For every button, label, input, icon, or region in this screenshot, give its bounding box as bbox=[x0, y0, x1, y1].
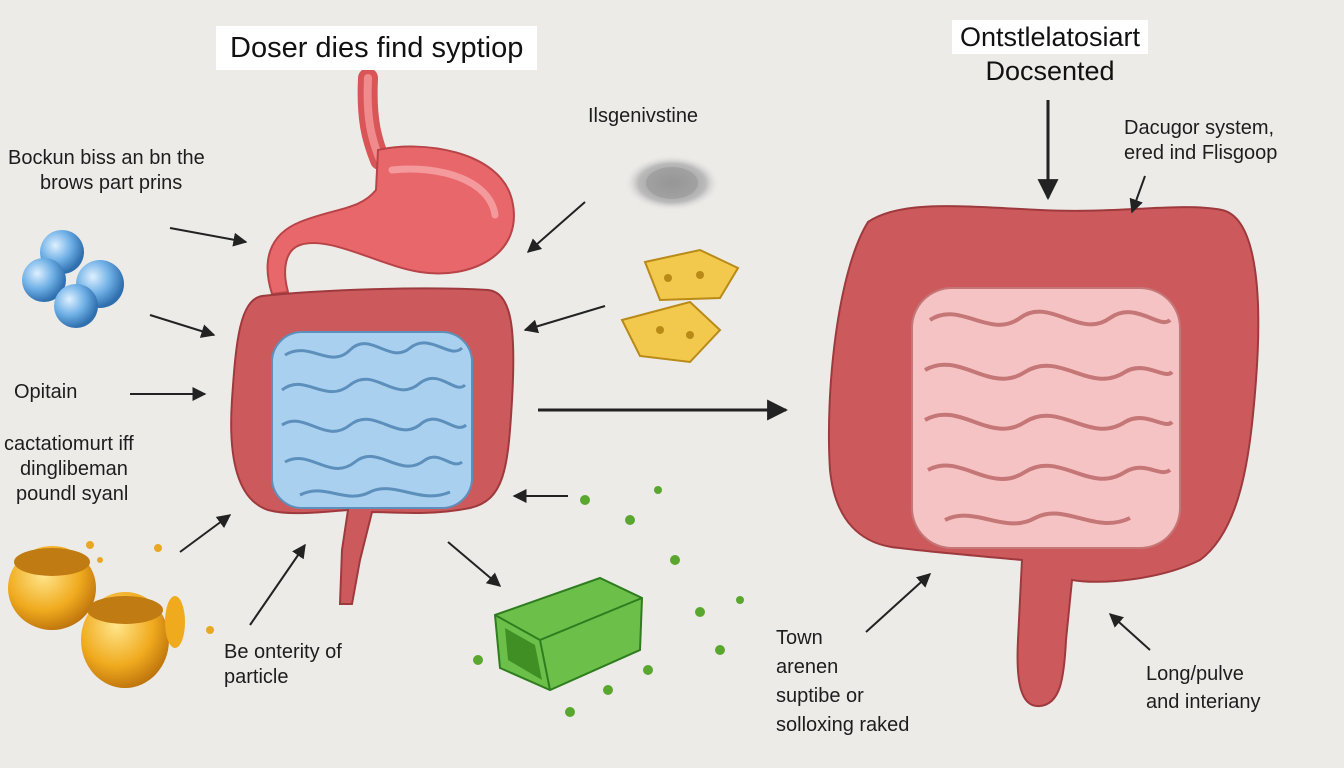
label-bottom-center-right: Town arenen suptibe or solloxing raked bbox=[776, 624, 909, 740]
label-bottom-center-right-line-3: suptibe or bbox=[776, 685, 864, 707]
label-lower-left-line-2: dinglibeman bbox=[20, 458, 128, 480]
label-top-left-line-1: Bockun biss an bn the bbox=[8, 147, 205, 169]
small-intestine-right bbox=[911, 287, 1181, 549]
label-bottom-left-line-2: particle bbox=[224, 666, 289, 688]
right-title: Ontstlelatosiart Docsented bbox=[900, 20, 1200, 88]
label-lower-left-line-3: poundl syanl bbox=[16, 483, 129, 505]
cracker-food-icon bbox=[620, 248, 740, 364]
right-title-line-2: Docsented bbox=[985, 56, 1115, 86]
label-top-left: Bockun biss an bn the brows part prins bbox=[8, 146, 205, 196]
dust-particles-icon bbox=[624, 155, 720, 211]
label-top-right-line-1: Dacugor system, bbox=[1124, 117, 1275, 139]
label-bottom-center-right-line-2: arenen bbox=[776, 656, 839, 678]
label-lower-left: cactatiomurt iff dinglibeman poundl syan… bbox=[4, 432, 134, 507]
arrows bbox=[130, 100, 1151, 651]
small-intestine-left bbox=[271, 331, 473, 509]
label-top-left-line-2: brows part prins bbox=[40, 172, 183, 194]
label-bottom-left: Be onterity of particle bbox=[224, 640, 342, 690]
left-title: Doser dies find syptiop bbox=[216, 26, 538, 70]
label-top-right: Dacugor system, ered ind Flisgoop bbox=[1124, 116, 1277, 166]
label-center-top: Ilsgenivstine bbox=[588, 105, 699, 127]
stomach bbox=[266, 145, 515, 296]
label-top-right-line-2: ered ind Flisgoop bbox=[1124, 142, 1278, 164]
fiber-food-icon bbox=[473, 486, 744, 717]
fat-bowls-icon bbox=[8, 541, 214, 688]
label-bottom-right-line-1: Long/pulve bbox=[1146, 663, 1244, 685]
label-bottom-right: Long/pulve and interiany bbox=[1146, 660, 1261, 716]
label-bottom-center-right-line-4: solloxing raked bbox=[776, 714, 910, 736]
esophagus bbox=[357, 68, 390, 170]
protein-molecules-icon bbox=[22, 230, 124, 328]
label-bottom-center-right-line-1: Town bbox=[776, 627, 823, 649]
label-middle-left: Opitain bbox=[14, 381, 78, 403]
label-lower-left-line-1: cactatiomurt iff bbox=[4, 433, 134, 455]
right-title-line-1: Ontstlelatosiart bbox=[951, 20, 1149, 54]
label-bottom-right-line-2: and interiany bbox=[1146, 691, 1261, 713]
label-bottom-left-line-1: Be onterity of bbox=[224, 641, 342, 663]
